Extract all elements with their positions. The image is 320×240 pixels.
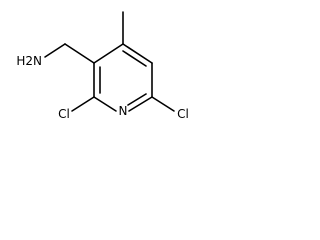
bond-n-c2	[93, 96, 117, 112]
ring-nitrogen-label: N	[119, 104, 128, 118]
bond-c3-c4	[93, 43, 124, 64]
double-bond-inner-c6-n	[127, 93, 147, 106]
chlorine-left-label: Cl	[58, 107, 70, 121]
amine-label: H2N	[16, 54, 42, 68]
chemical-structure: H2N N Cl Cl	[16, 11, 189, 121]
chlorine-right-label: Cl	[177, 107, 189, 121]
bond-c6-n	[128, 96, 153, 112]
bond-c2-cl	[71, 96, 95, 112]
bond-c6-cl	[151, 96, 175, 112]
double-bond-inner-c4-c5	[122, 50, 147, 67]
bond-ch2-n	[44, 43, 66, 58]
bond-c3-ch2	[64, 43, 95, 64]
bond-c4-c5	[122, 43, 153, 64]
